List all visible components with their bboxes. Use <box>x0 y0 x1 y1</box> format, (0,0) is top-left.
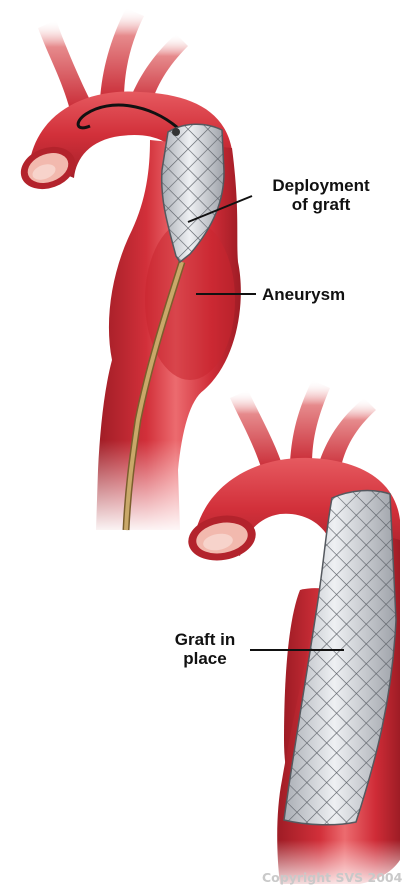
deployment-label-line-2: of graft <box>253 195 389 214</box>
graft-label-line-1: Graft in <box>162 630 248 649</box>
deployment-label-line-1: Deployment <box>253 176 389 195</box>
bottom-branch-1 <box>230 390 282 470</box>
deployment-label: Deployment of graft <box>253 176 389 214</box>
graft-label-line-2: place <box>162 649 248 668</box>
graft-in-place-label: Graft in place <box>162 630 248 668</box>
copyright-notice: Copyright SVS 2004 <box>262 870 402 885</box>
aneurysm-label: Aneurysm <box>262 285 382 304</box>
top-branch-1 <box>38 20 92 110</box>
top-aorta <box>15 8 241 535</box>
